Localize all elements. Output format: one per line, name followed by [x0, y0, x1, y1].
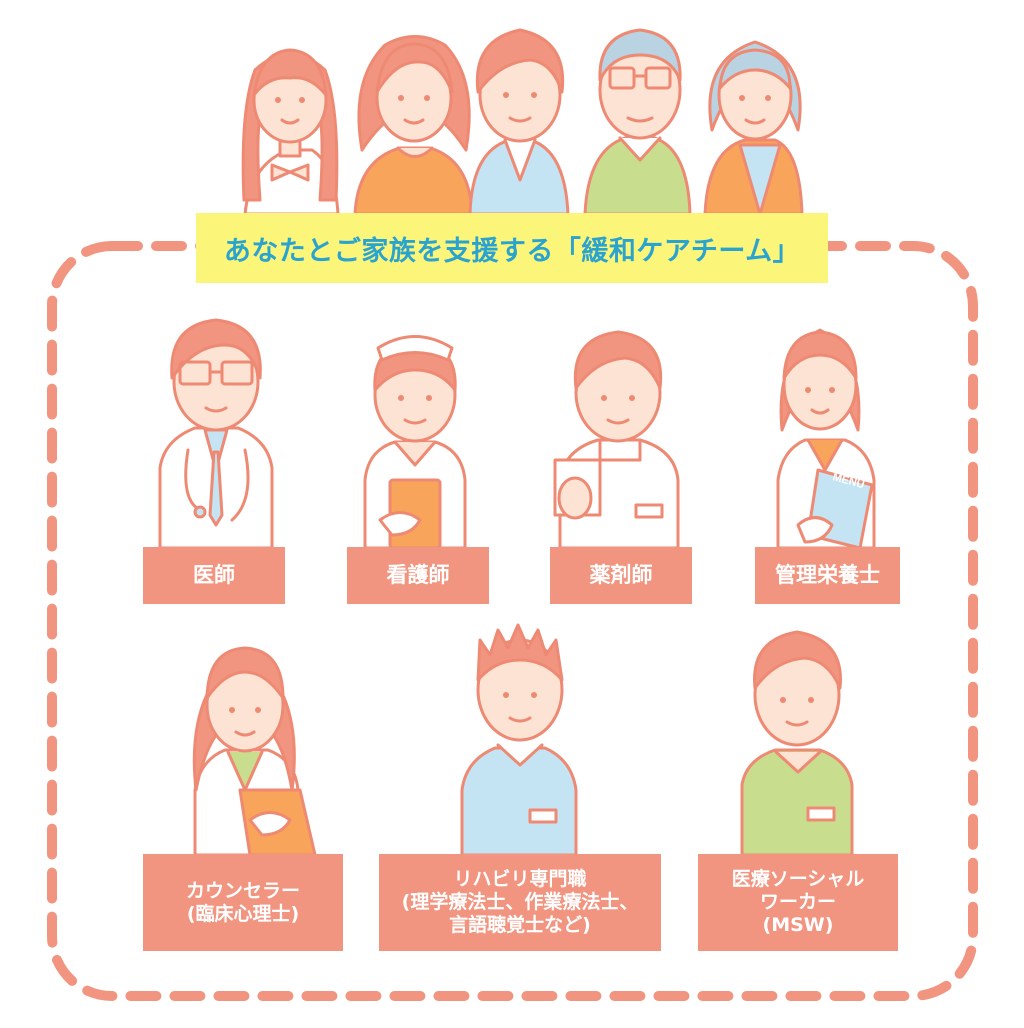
role-label-line: (MSW) — [762, 913, 834, 936]
role-label-line: (理学療法士、作業療法士、 — [401, 891, 639, 914]
role-label-line: 医師 — [193, 562, 235, 587]
role-label-nurse: 看護師 — [347, 547, 489, 604]
role-label-line: 薬剤師 — [589, 562, 653, 587]
family-grandfather — [583, 28, 692, 214]
role-label-doctor: 医師 — [143, 547, 285, 604]
family-mother — [353, 35, 474, 214]
role-label-line: (臨床心理士) — [186, 902, 300, 925]
doctor-figure — [158, 318, 274, 550]
role-label-line: 言語聴覚士など) — [449, 913, 591, 936]
role-label-line: リハビリ専門職 — [453, 868, 587, 891]
role-label-line: 看護師 — [386, 562, 450, 587]
title-banner: あなたとご家族を支援する「緩和ケアチーム」 — [196, 213, 828, 283]
role-label-line: ワーカー — [759, 891, 836, 914]
pharmacist-figure — [553, 330, 680, 550]
role-label-pharmacist: 薬剤師 — [550, 547, 692, 604]
family-father — [468, 28, 570, 214]
page-title: あなたとご家族を支援する「緩和ケアチーム」 — [223, 235, 801, 267]
role-label-line: カウンセラー — [185, 879, 300, 902]
family-girl — [241, 48, 340, 214]
role-label-social-worker: 医療ソーシャル ワーカー (MSW) — [698, 854, 898, 951]
counselor-figure — [192, 646, 317, 857]
role-label-counselor: カウンセラー (臨床心理士) — [143, 854, 343, 951]
role-label-dietitian: 管理栄養士 — [755, 547, 900, 604]
family-grandmother — [703, 40, 804, 214]
role-label-line: 医療ソーシャル — [731, 868, 865, 891]
dietitian-figure — [776, 328, 876, 550]
role-label-line: 管理栄養士 — [775, 562, 880, 587]
role-label-rehab: リハビリ専門職 (理学療法士、作業療法士、 言語聴覚士など) — [379, 854, 661, 951]
rehab-figure — [460, 623, 578, 857]
social-worker-figure — [740, 630, 854, 857]
nurse-figure — [363, 335, 467, 550]
